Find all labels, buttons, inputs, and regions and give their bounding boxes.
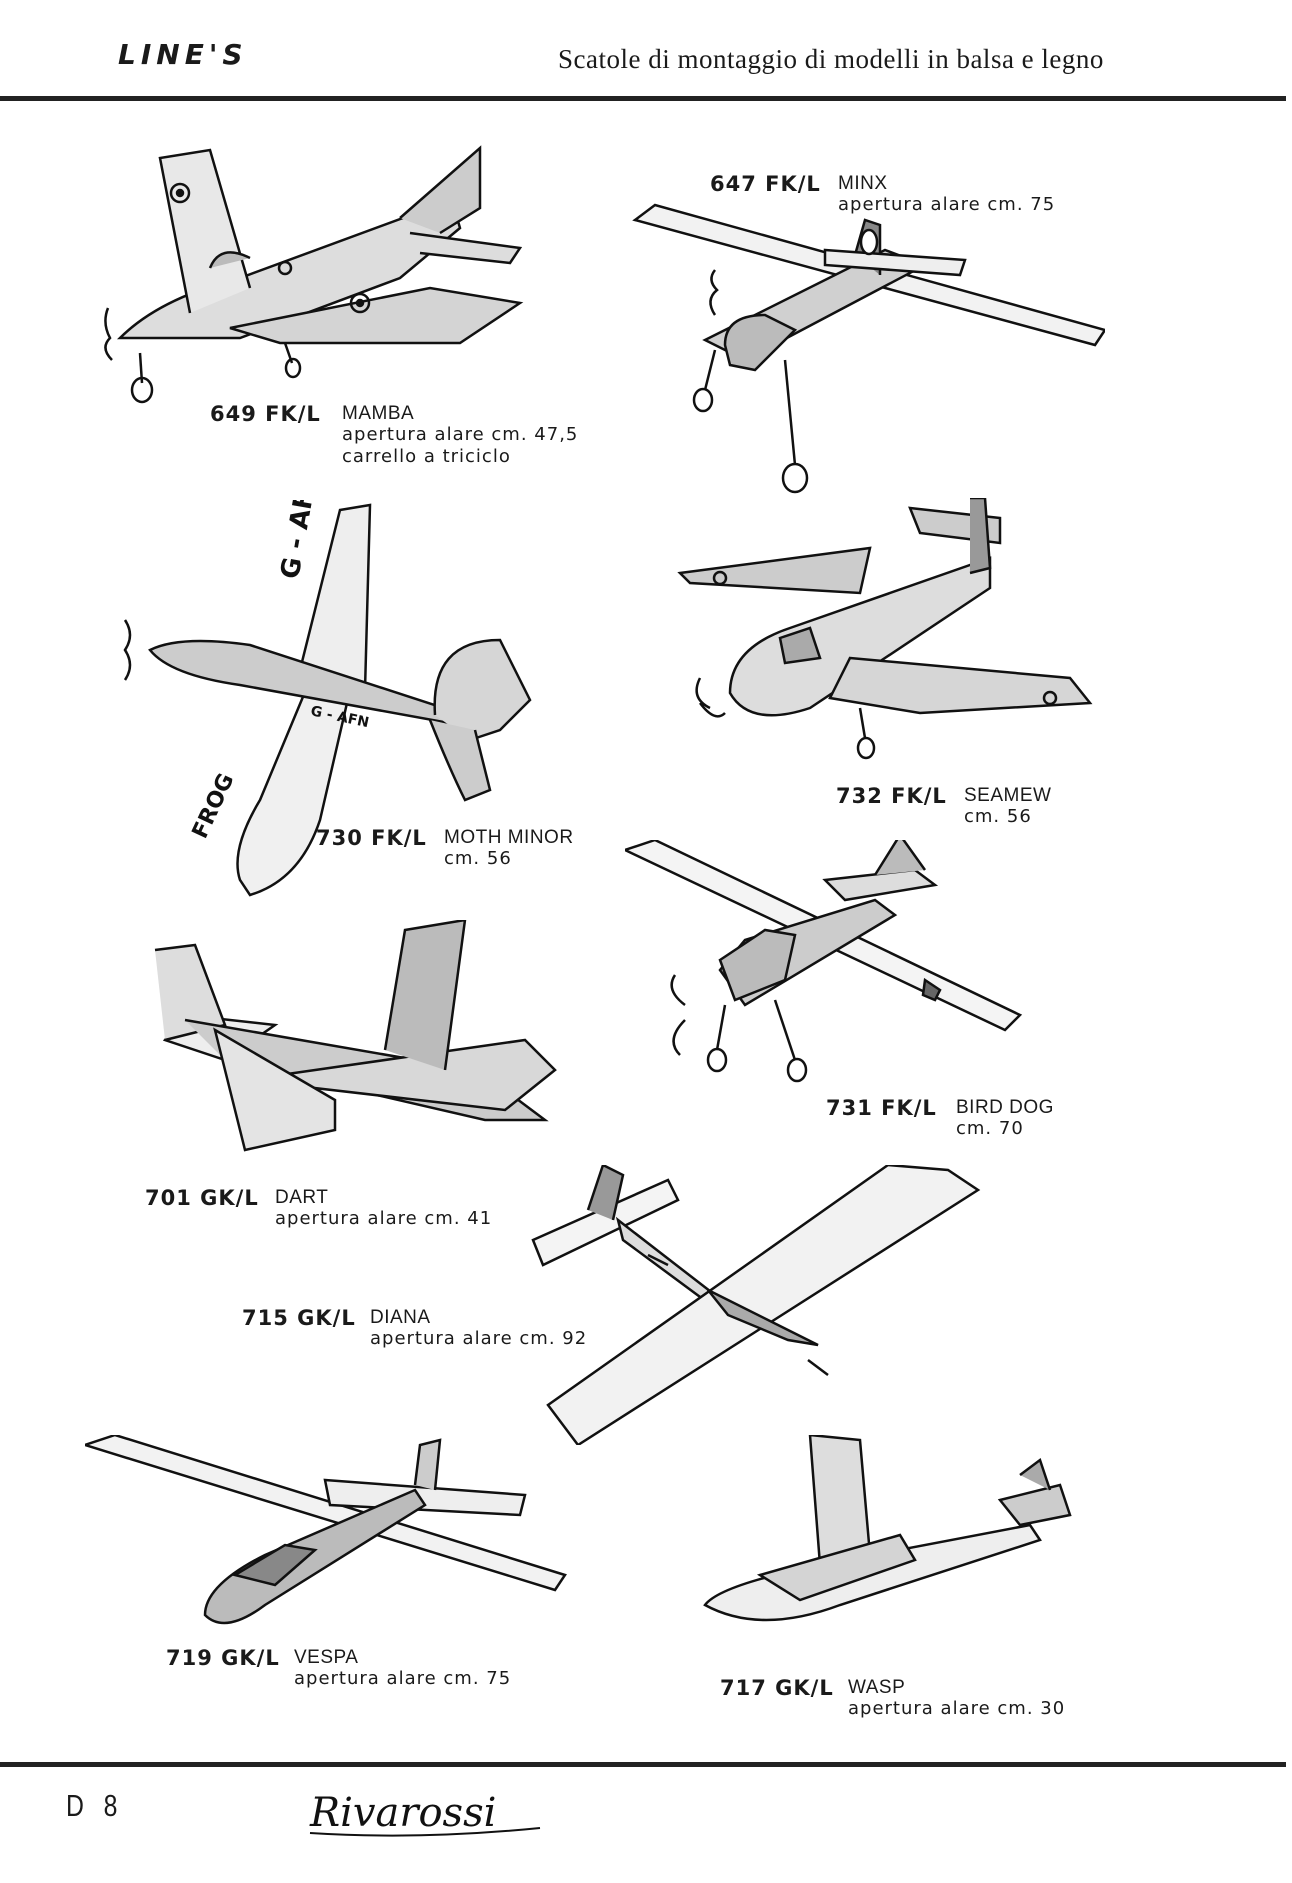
model-code: 649 FK/L — [210, 402, 321, 426]
model-name: VESPA — [294, 1647, 359, 1668]
model-wingspan: cm. 56 — [964, 806, 1032, 827]
model-name: SEAMEW — [964, 785, 1052, 806]
model-name: MOTH MINOR — [444, 827, 574, 848]
model-wingspan: apertura alare cm. 47,5 — [342, 424, 579, 445]
dart-illustration — [105, 920, 560, 1160]
footer-rule — [0, 1762, 1286, 1767]
model-code: 647 FK/L — [710, 172, 821, 196]
model-wingspan: apertura alare cm. 75 — [294, 1668, 512, 1689]
model-name: MINX — [838, 173, 888, 194]
model-code: 731 FK/L — [826, 1096, 937, 1120]
model-name: WASP — [848, 1677, 906, 1698]
header-rule — [0, 96, 1286, 101]
brand-lines: LINE'S — [118, 38, 248, 71]
model-code: 732 FK/L — [836, 784, 947, 808]
model-code: 717 GK/L — [720, 1676, 834, 1700]
model-code: 715 GK/L — [242, 1306, 356, 1330]
model-wingspan: apertura alare cm. 41 — [275, 1208, 493, 1229]
moth-minor-illustration: G - AFN G - AFN FROG — [120, 500, 540, 900]
seamew-illustration — [670, 498, 1110, 768]
model-wingspan: apertura alare cm. 92 — [370, 1328, 588, 1349]
diana-illustration — [528, 1165, 1003, 1445]
mamba-illustration — [100, 138, 530, 408]
model-name: BIRD DOG — [956, 1097, 1054, 1118]
model-name: DART — [275, 1187, 329, 1208]
model-name: MAMBA — [342, 403, 415, 424]
bird-dog-illustration — [625, 840, 1065, 1110]
model-wingspan: apertura alare cm. 30 — [848, 1698, 1066, 1719]
model-wingspan: cm. 70 — [956, 1118, 1024, 1139]
rivarossi-logo: Rivarossi — [300, 1778, 560, 1848]
model-wingspan: apertura alare cm. 75 — [838, 194, 1056, 215]
model-code: 719 GK/L — [166, 1646, 280, 1670]
rivarossi-logo-text: Rivarossi — [309, 1790, 496, 1836]
model-note: carrello a triciclo — [342, 446, 511, 467]
minx-illustration — [625, 200, 1105, 505]
model-code: 730 FK/L — [316, 826, 427, 850]
page-number: D 8 — [66, 1788, 124, 1823]
moth-marking-frog: FROG — [188, 770, 240, 843]
page-title: Scatole di montaggio di modelli in balsa… — [558, 44, 1104, 74]
vespa-illustration — [85, 1435, 570, 1635]
wasp-illustration — [700, 1435, 1085, 1655]
model-name: DIANA — [370, 1307, 431, 1328]
moth-marking-wing: G - AFN — [275, 500, 324, 581]
model-wingspan: cm. 56 — [444, 848, 512, 869]
model-code: 701 GK/L — [145, 1186, 259, 1210]
